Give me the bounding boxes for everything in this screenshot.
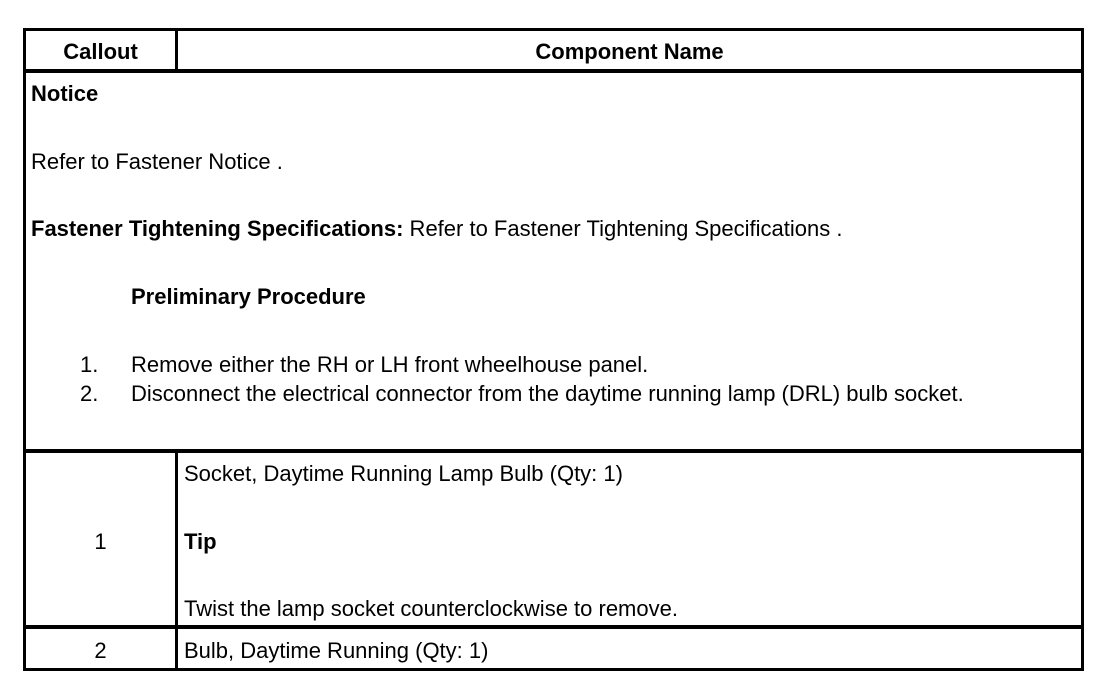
column-divider-rows [175, 451, 178, 671]
step-text: Disconnect the electrical connector from… [131, 381, 964, 406]
row-component-name: Bulb, Daytime Running (Qty: 1) [184, 638, 489, 663]
row-component-name: Socket, Daytime Running Lamp Bulb (Qty: … [184, 461, 623, 486]
fastener-spec-text: Refer to Fastener Tightening Specificati… [403, 216, 843, 241]
component-table: Callout Component Name Notice Refer to F… [23, 28, 1084, 671]
notice-heading: Notice [31, 81, 99, 106]
header-component-name: Component Name [535, 39, 724, 64]
row-callout: 2 [94, 638, 107, 663]
fastener-spec-line: Fastener Tightening Specifications: Refe… [31, 218, 842, 240]
step-number: 2. [80, 381, 99, 406]
preliminary-procedure-heading: Preliminary Procedure [131, 284, 366, 309]
row-divider [26, 625, 1081, 629]
step-number: 1. [80, 352, 99, 377]
tip-heading: Tip [184, 529, 217, 554]
notice-divider [26, 449, 1081, 453]
notice-text: Refer to Fastener Notice . [31, 149, 283, 174]
header-divider [26, 69, 1081, 73]
header-callout: Callout [63, 39, 138, 64]
step-text: Remove either the RH or LH front wheelho… [131, 352, 649, 377]
column-divider-header [175, 31, 178, 71]
tip-text: Twist the lamp socket counterclockwise t… [184, 596, 678, 621]
row-callout: 1 [94, 529, 107, 554]
fastener-spec-label: Fastener Tightening Specifications: [31, 216, 404, 241]
